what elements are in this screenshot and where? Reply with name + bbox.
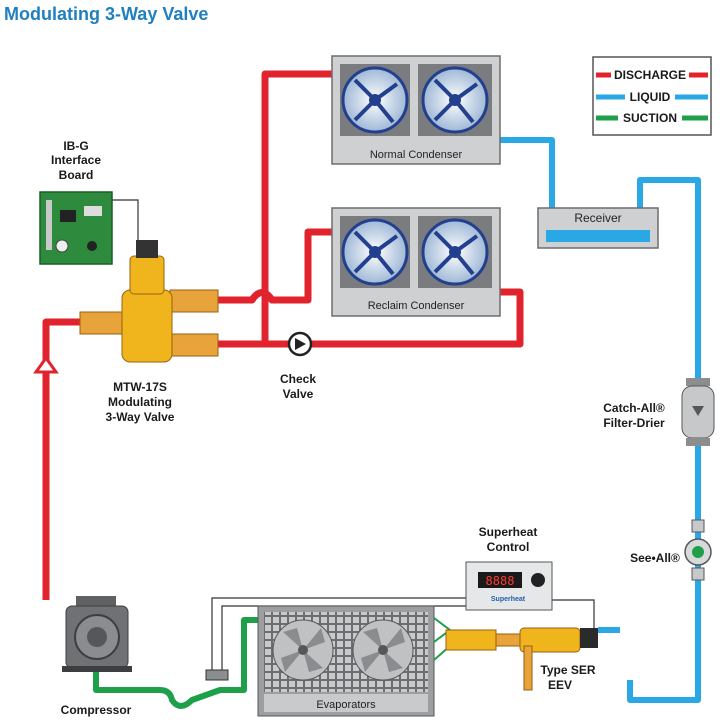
check-valve: Check Valve [280, 331, 316, 401]
legend: DISCHARGE LIQUID SUCTION [592, 56, 712, 136]
superheat-control: Superheat Control 8888 Superheat [465, 525, 553, 611]
receiver-label: Receiver [574, 211, 621, 225]
superheat-display: 8888 [486, 574, 515, 588]
valve-label-2: Modulating [108, 395, 172, 409]
fan-icon [341, 218, 409, 286]
fan-icon [272, 619, 334, 681]
filter-drier: Catch-All® Filter-Drier [603, 378, 715, 446]
fan-icon [352, 619, 414, 681]
superheat-label-2: Control [487, 540, 530, 554]
legend-discharge: DISCHARGE [614, 68, 686, 82]
filter-drier-label-2: Filter-Drier [603, 416, 665, 430]
legend-suction: SUCTION [623, 111, 677, 125]
suction-lines [93, 617, 258, 709]
board-label-2: Interface [51, 153, 101, 167]
pressure-sensor [205, 669, 229, 681]
interface-board: IB-G Interface Board [39, 139, 113, 265]
evaporators-label: Evaporators [316, 699, 376, 711]
circuit-board-icon [39, 191, 113, 265]
normal-condenser-label: Normal Condenser [370, 149, 463, 161]
eev-label-1: Type SER [540, 663, 595, 677]
superheat-brand: Superheat [491, 596, 526, 603]
three-way-valve: MTW-17S Modulating 3-Way Valve [79, 240, 219, 424]
eev: Type SER EEV [445, 627, 598, 692]
page-title: Modulating 3-Way Valve [4, 4, 208, 24]
eev-label-2: EEV [548, 678, 572, 692]
check-valve-label-2: Valve [283, 387, 314, 401]
superheat-label-1: Superheat [479, 525, 538, 539]
fan-icon [421, 66, 489, 134]
filter-drier-label-1: Catch-All® [603, 401, 665, 415]
filter-drier-icon [681, 378, 715, 446]
sight-glass-label: See•All® [630, 551, 680, 565]
compressor-label: Compressor [61, 703, 132, 717]
legend-liquid: LIQUID [630, 90, 671, 104]
board-label-3: Board [59, 168, 94, 182]
compressor: Compressor [61, 596, 132, 717]
check-valve-icon [287, 331, 313, 357]
valve-label-1: MTW-17S [113, 380, 167, 394]
board-label-1: IB-G [63, 139, 88, 153]
sight-glass-icon [684, 519, 712, 581]
compressor-icon [62, 596, 132, 672]
reclaim-condenser-label: Reclaim Condenser [368, 300, 465, 312]
valve-label-3: 3-Way Valve [106, 410, 175, 424]
normal-condenser: Normal Condenser [331, 55, 501, 165]
check-valve-label-1: Check [280, 372, 316, 386]
flow-arrow-icon [33, 355, 59, 374]
evaporators: Evaporators [257, 605, 452, 717]
sight-glass: See•All® [630, 519, 712, 581]
receiver: Receiver [537, 207, 659, 249]
reclaim-condenser: Reclaim Condenser [331, 207, 501, 317]
fan-icon [421, 218, 489, 286]
fan-icon [341, 66, 409, 134]
discharge-lines [42, 70, 524, 600]
